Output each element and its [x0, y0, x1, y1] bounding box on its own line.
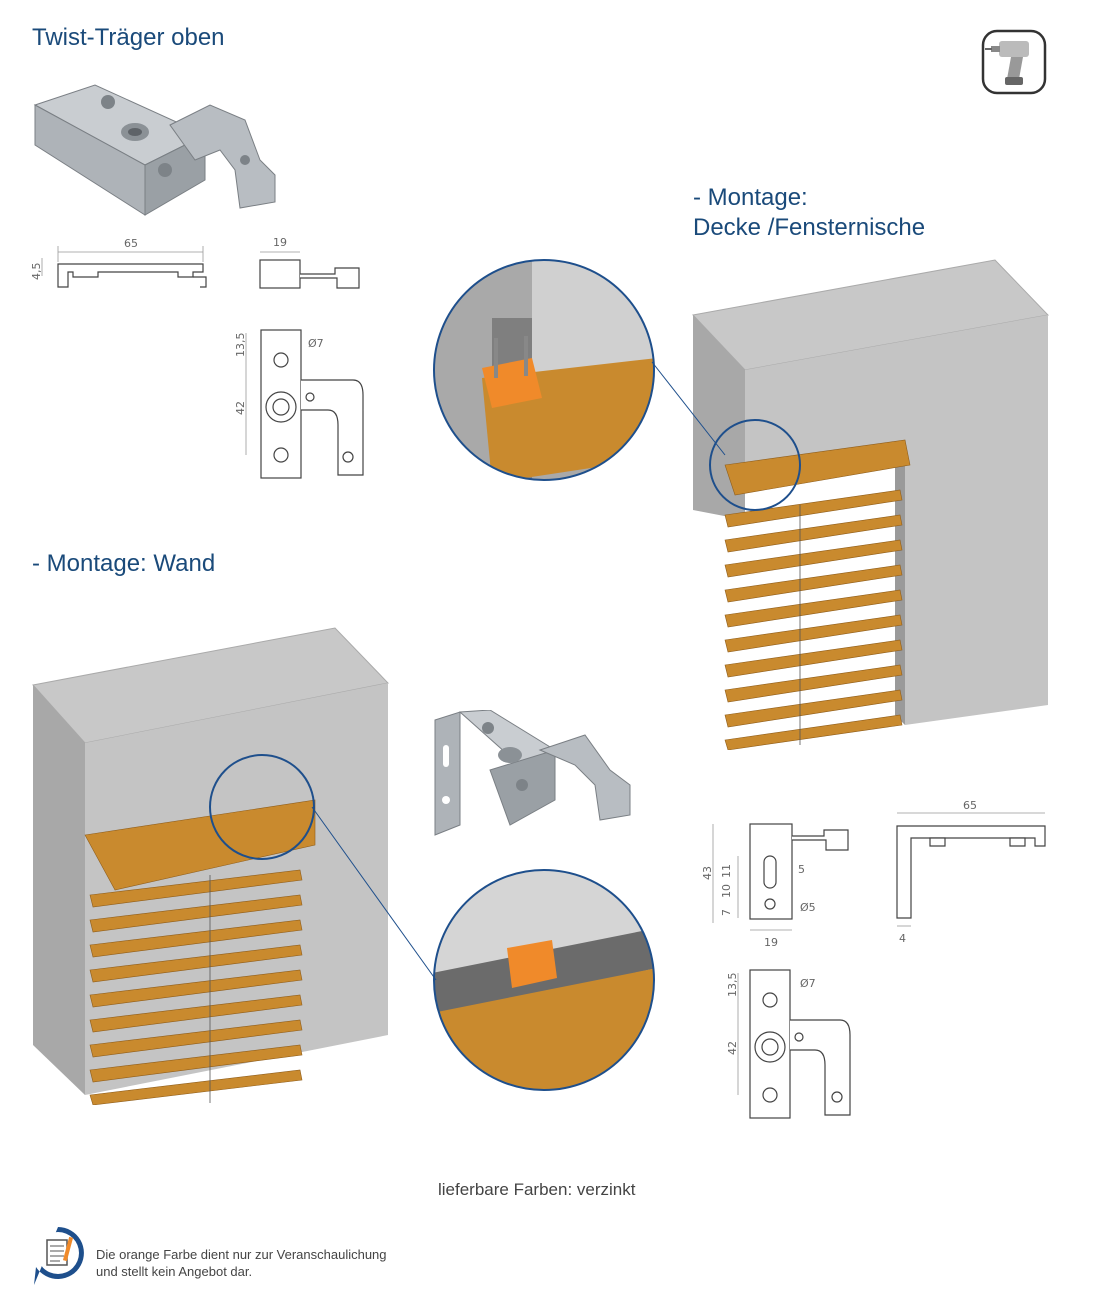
dim-height-45: 4,5 [30, 263, 43, 281]
wall-bracket-plan-drawing: 13,5 42 Ø7 [720, 965, 870, 1125]
drill-icon [981, 29, 1047, 95]
bracket-3d-top [30, 80, 280, 220]
wall-bracket-side-drawing: 43 11 10 7 5 Ø5 19 [698, 818, 863, 953]
wall-mount-title: - Montage: Wand [32, 550, 216, 577]
dim-42: 42 [234, 401, 247, 415]
ceiling-detail-zoom [432, 258, 657, 483]
top-bracket-side-drawing: 65 4,5 [28, 232, 218, 302]
dim-wall-hole-7: Ø7 [800, 977, 816, 990]
bracket-3d-wall [430, 709, 635, 840]
wall-blind-slats [84, 799, 316, 1106]
wall-detail-zoom [432, 868, 657, 1093]
dim-7: 7 [720, 909, 733, 916]
document-info-icon [30, 1225, 86, 1287]
dim-10: 10 [720, 884, 733, 898]
ceiling-mount-title-line2: Decke /Fensternische [693, 214, 926, 241]
dim-wall-42: 42 [726, 1041, 739, 1055]
dim-hole-7: Ø7 [308, 337, 324, 350]
wall-bracket-profile-drawing: 65 4 [885, 798, 1055, 948]
dim-width-19: 19 [764, 936, 778, 949]
dim-slot-5: 5 [798, 863, 805, 876]
dim-13-5: 13,5 [234, 333, 247, 358]
ceiling-blind-slats [724, 439, 911, 751]
note-line2: und stellt kein Angebot dar. [96, 1264, 253, 1279]
dim-43: 43 [701, 866, 714, 880]
ceiling-mount-title-line1: - Montage: [693, 184, 808, 211]
dim-hole-5: Ø5 [800, 901, 816, 914]
dim-depth-19: 19 [273, 236, 287, 249]
top-bracket-end-drawing: 19 [255, 232, 370, 297]
main-title: Twist-Träger oben [32, 24, 225, 51]
wall-mount-scene [30, 625, 390, 1106]
top-bracket-plan-drawing: 13,5 42 Ø7 [228, 325, 378, 485]
note-line1: Die orange Farbe dient nur zur Veranscha… [96, 1247, 387, 1262]
dim-11: 11 [720, 864, 733, 878]
dim-wall-13-5: 13,5 [726, 973, 739, 998]
ceiling-mount-scene [690, 255, 1050, 751]
available-colors: lieferbare Farben: verzinkt [438, 1180, 636, 1199]
dim-profile-65: 65 [963, 799, 977, 812]
dim-width-65: 65 [124, 237, 138, 250]
wall-leader-line [311, 806, 437, 981]
dim-thickness-4: 4 [899, 932, 906, 945]
ceiling-leader-line [651, 361, 726, 456]
